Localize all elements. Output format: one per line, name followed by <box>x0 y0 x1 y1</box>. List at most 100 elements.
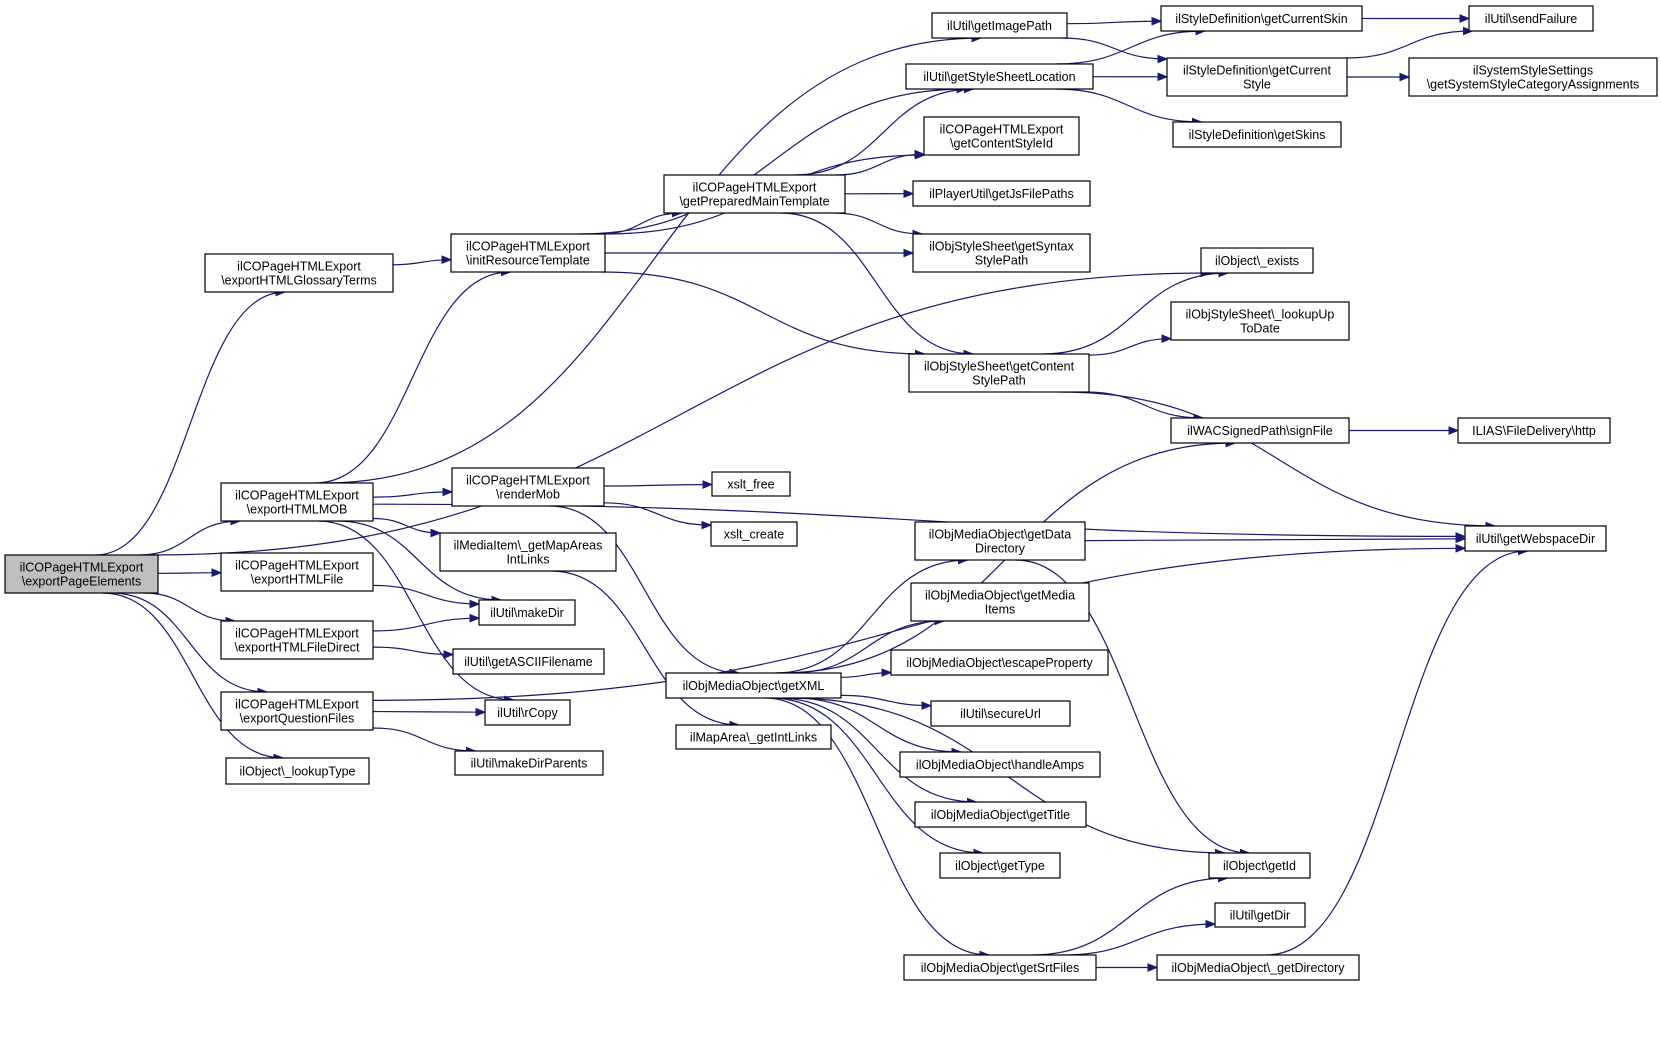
node-label: ilObject\_lookupType <box>239 765 355 779</box>
node-intlinks[interactable]: ilMapArea\_getIntLinks <box>675 724 832 750</box>
node-box <box>675 724 832 750</box>
node-rcopy[interactable]: ilUtil\rCopy <box>484 699 571 726</box>
node-box <box>923 116 1080 156</box>
node-jsfilepaths[interactable]: ilPlayerUtil\getJsFilePaths <box>912 180 1091 207</box>
node-getdirectory[interactable]: ilObjMediaObject\_getDirectory <box>1156 954 1360 981</box>
node-lookuptype[interactable]: ilObject\_lookupType <box>225 757 370 785</box>
edge-root-to-file <box>157 573 221 574</box>
node-box <box>1408 57 1658 97</box>
node-label: ilUtil\secureUrl <box>960 707 1041 721</box>
node-file[interactable]: ilCOPageHTMLExport\exportHTMLFile <box>220 552 374 592</box>
edge-contentstyle-to-exists <box>1042 273 1229 355</box>
node-label: \initResourceTemplate <box>466 254 590 268</box>
node-filedirect[interactable]: ilCOPageHTMLExport\exportHTMLFileDirect <box>220 620 374 660</box>
edge-filedirect-to-makedir <box>372 618 479 632</box>
node-label: Style <box>1243 78 1271 92</box>
node-label: ilObject\getType <box>955 859 1045 873</box>
node-label: \getPreparedMainTemplate <box>679 195 829 209</box>
node-label: ilCOPageHTMLExport <box>235 489 359 503</box>
node-box <box>1160 5 1363 32</box>
edge-root-to-exists <box>152 273 1210 556</box>
node-contentstyleid[interactable]: ilCOPageHTMLExport\getContentStyleId <box>923 116 1080 156</box>
node-getid[interactable]: ilObject\getId <box>1208 852 1311 879</box>
edge-contentstyle-to-webspacedir <box>1060 391 1495 526</box>
node-escapeprop[interactable]: ilObjMediaObject\escapeProperty <box>890 649 1109 676</box>
node-label: ilUtil\getASCIIFilename <box>464 655 593 669</box>
edge-root-to-question <box>111 592 267 692</box>
node-box <box>451 467 605 507</box>
node-box <box>1170 301 1350 341</box>
node-webspacedir[interactable]: ilUtil\getWebspaceDir <box>1464 525 1607 552</box>
node-gettitle[interactable]: ilObjMediaObject\getTitle <box>914 801 1087 828</box>
node-ascii[interactable]: ilUtil\getASCIIFilename <box>452 648 605 675</box>
node-glossary[interactable]: ilCOPageHTMLExport\exportHTMLGlossaryTer… <box>204 253 394 293</box>
edge-imagepath-to-currentstyle <box>1061 37 1167 59</box>
edge-glossary-to-initres <box>392 260 451 266</box>
edge-datadir-to-webspacedir <box>1084 539 1465 541</box>
node-label: ilObjStyleSheet\getContent <box>924 360 1075 374</box>
node-exists[interactable]: ilObject\_exists <box>1200 247 1314 274</box>
node-question[interactable]: ilCOPageHTMLExport\exportQuestionFiles <box>220 691 374 731</box>
node-xsltcreate[interactable]: xslt_create <box>710 521 798 547</box>
node-label: StylePath <box>975 254 1029 268</box>
node-box <box>220 691 374 731</box>
edge-file-to-makedir <box>372 584 479 604</box>
node-makedir[interactable]: ilUtil\makeDir <box>478 599 576 626</box>
node-getxml[interactable]: ilObjMediaObject\getXML <box>665 672 842 699</box>
node-label: Directory <box>975 542 1026 556</box>
edge-prepmain-to-contentstyle <box>780 212 974 354</box>
node-label: \exportHTMLGlossaryTerms <box>221 274 377 288</box>
node-rendermob[interactable]: ilCOPageHTMLExport\renderMob <box>451 467 605 507</box>
edge-contentstyle-to-signfile <box>1085 391 1203 418</box>
node-box <box>4 554 159 594</box>
node-http[interactable]: ILIAS\FileDelivery\http <box>1457 417 1611 444</box>
node-xsltfree[interactable]: xslt_free <box>711 471 791 497</box>
node-stylesheetloc[interactable]: ilUtil\getStyleSheetLocation <box>905 63 1094 90</box>
node-prepmain[interactable]: ilCOPageHTMLExport\getPreparedMainTempla… <box>663 174 846 214</box>
node-label: \getContentStyleId <box>950 137 1053 151</box>
node-makedirparents[interactable]: ilUtil\makeDirParents <box>454 750 604 776</box>
node-label: ilUtil\getStyleSheetLocation <box>923 70 1075 84</box>
node-sendfailure[interactable]: ilUtil\sendFailure <box>1468 5 1594 32</box>
edge-getxml-to-gettitle <box>777 697 976 802</box>
node-getdir[interactable]: ilUtil\getDir <box>1214 902 1306 928</box>
edge-getxml-to-srtfiles <box>764 697 989 955</box>
node-box <box>204 253 394 293</box>
edge-root-to-mob <box>138 521 240 556</box>
node-signfile[interactable]: ilWACSignedPath\signFile <box>1170 417 1350 444</box>
node-label: ilObjStyleSheet\_lookupUp <box>1186 308 1335 322</box>
node-root[interactable]: ilCOPageHTMLExport\exportPageElements <box>4 554 159 594</box>
node-getskins[interactable]: ilStyleDefinition\getSkins <box>1172 121 1342 148</box>
node-box <box>220 482 374 522</box>
edge-question-to-makedirparents <box>372 727 476 751</box>
node-label: ilCOPageHTMLExport <box>235 627 359 641</box>
node-label: Items <box>985 603 1016 617</box>
node-box <box>710 521 798 547</box>
node-initres[interactable]: ilCOPageHTMLExport\initResourceTemplate <box>450 233 606 273</box>
node-secureurl[interactable]: ilUtil\secureUrl <box>930 700 1071 727</box>
edges-layer <box>95 19 1527 968</box>
node-label: ilCOPageHTMLExport <box>235 559 359 573</box>
node-box <box>220 620 374 660</box>
node-gettype[interactable]: ilObject\getType <box>939 852 1061 879</box>
node-srtfiles[interactable]: ilObjMediaObject\getSrtFiles <box>903 954 1097 981</box>
node-box <box>912 233 1091 273</box>
node-handleamps[interactable]: ilObjMediaObject\handleAmps <box>899 751 1101 778</box>
edge-getxml-to-gettype <box>770 697 983 853</box>
node-mob[interactable]: ilCOPageHTMLExport\exportHTMLMOB <box>220 482 374 522</box>
node-box <box>912 180 1091 207</box>
node-box <box>1172 121 1342 148</box>
node-currentskin[interactable]: ilStyleDefinition\getCurrentSkin <box>1160 5 1363 32</box>
node-box <box>1468 5 1594 32</box>
node-categoryassign[interactable]: ilSystemStyleSettings\getSystemStyleCate… <box>1408 57 1658 97</box>
node-imagepath[interactable]: ilUtil\getImagePath <box>931 12 1068 39</box>
node-label: ilObjMediaObject\getXML <box>683 679 825 693</box>
